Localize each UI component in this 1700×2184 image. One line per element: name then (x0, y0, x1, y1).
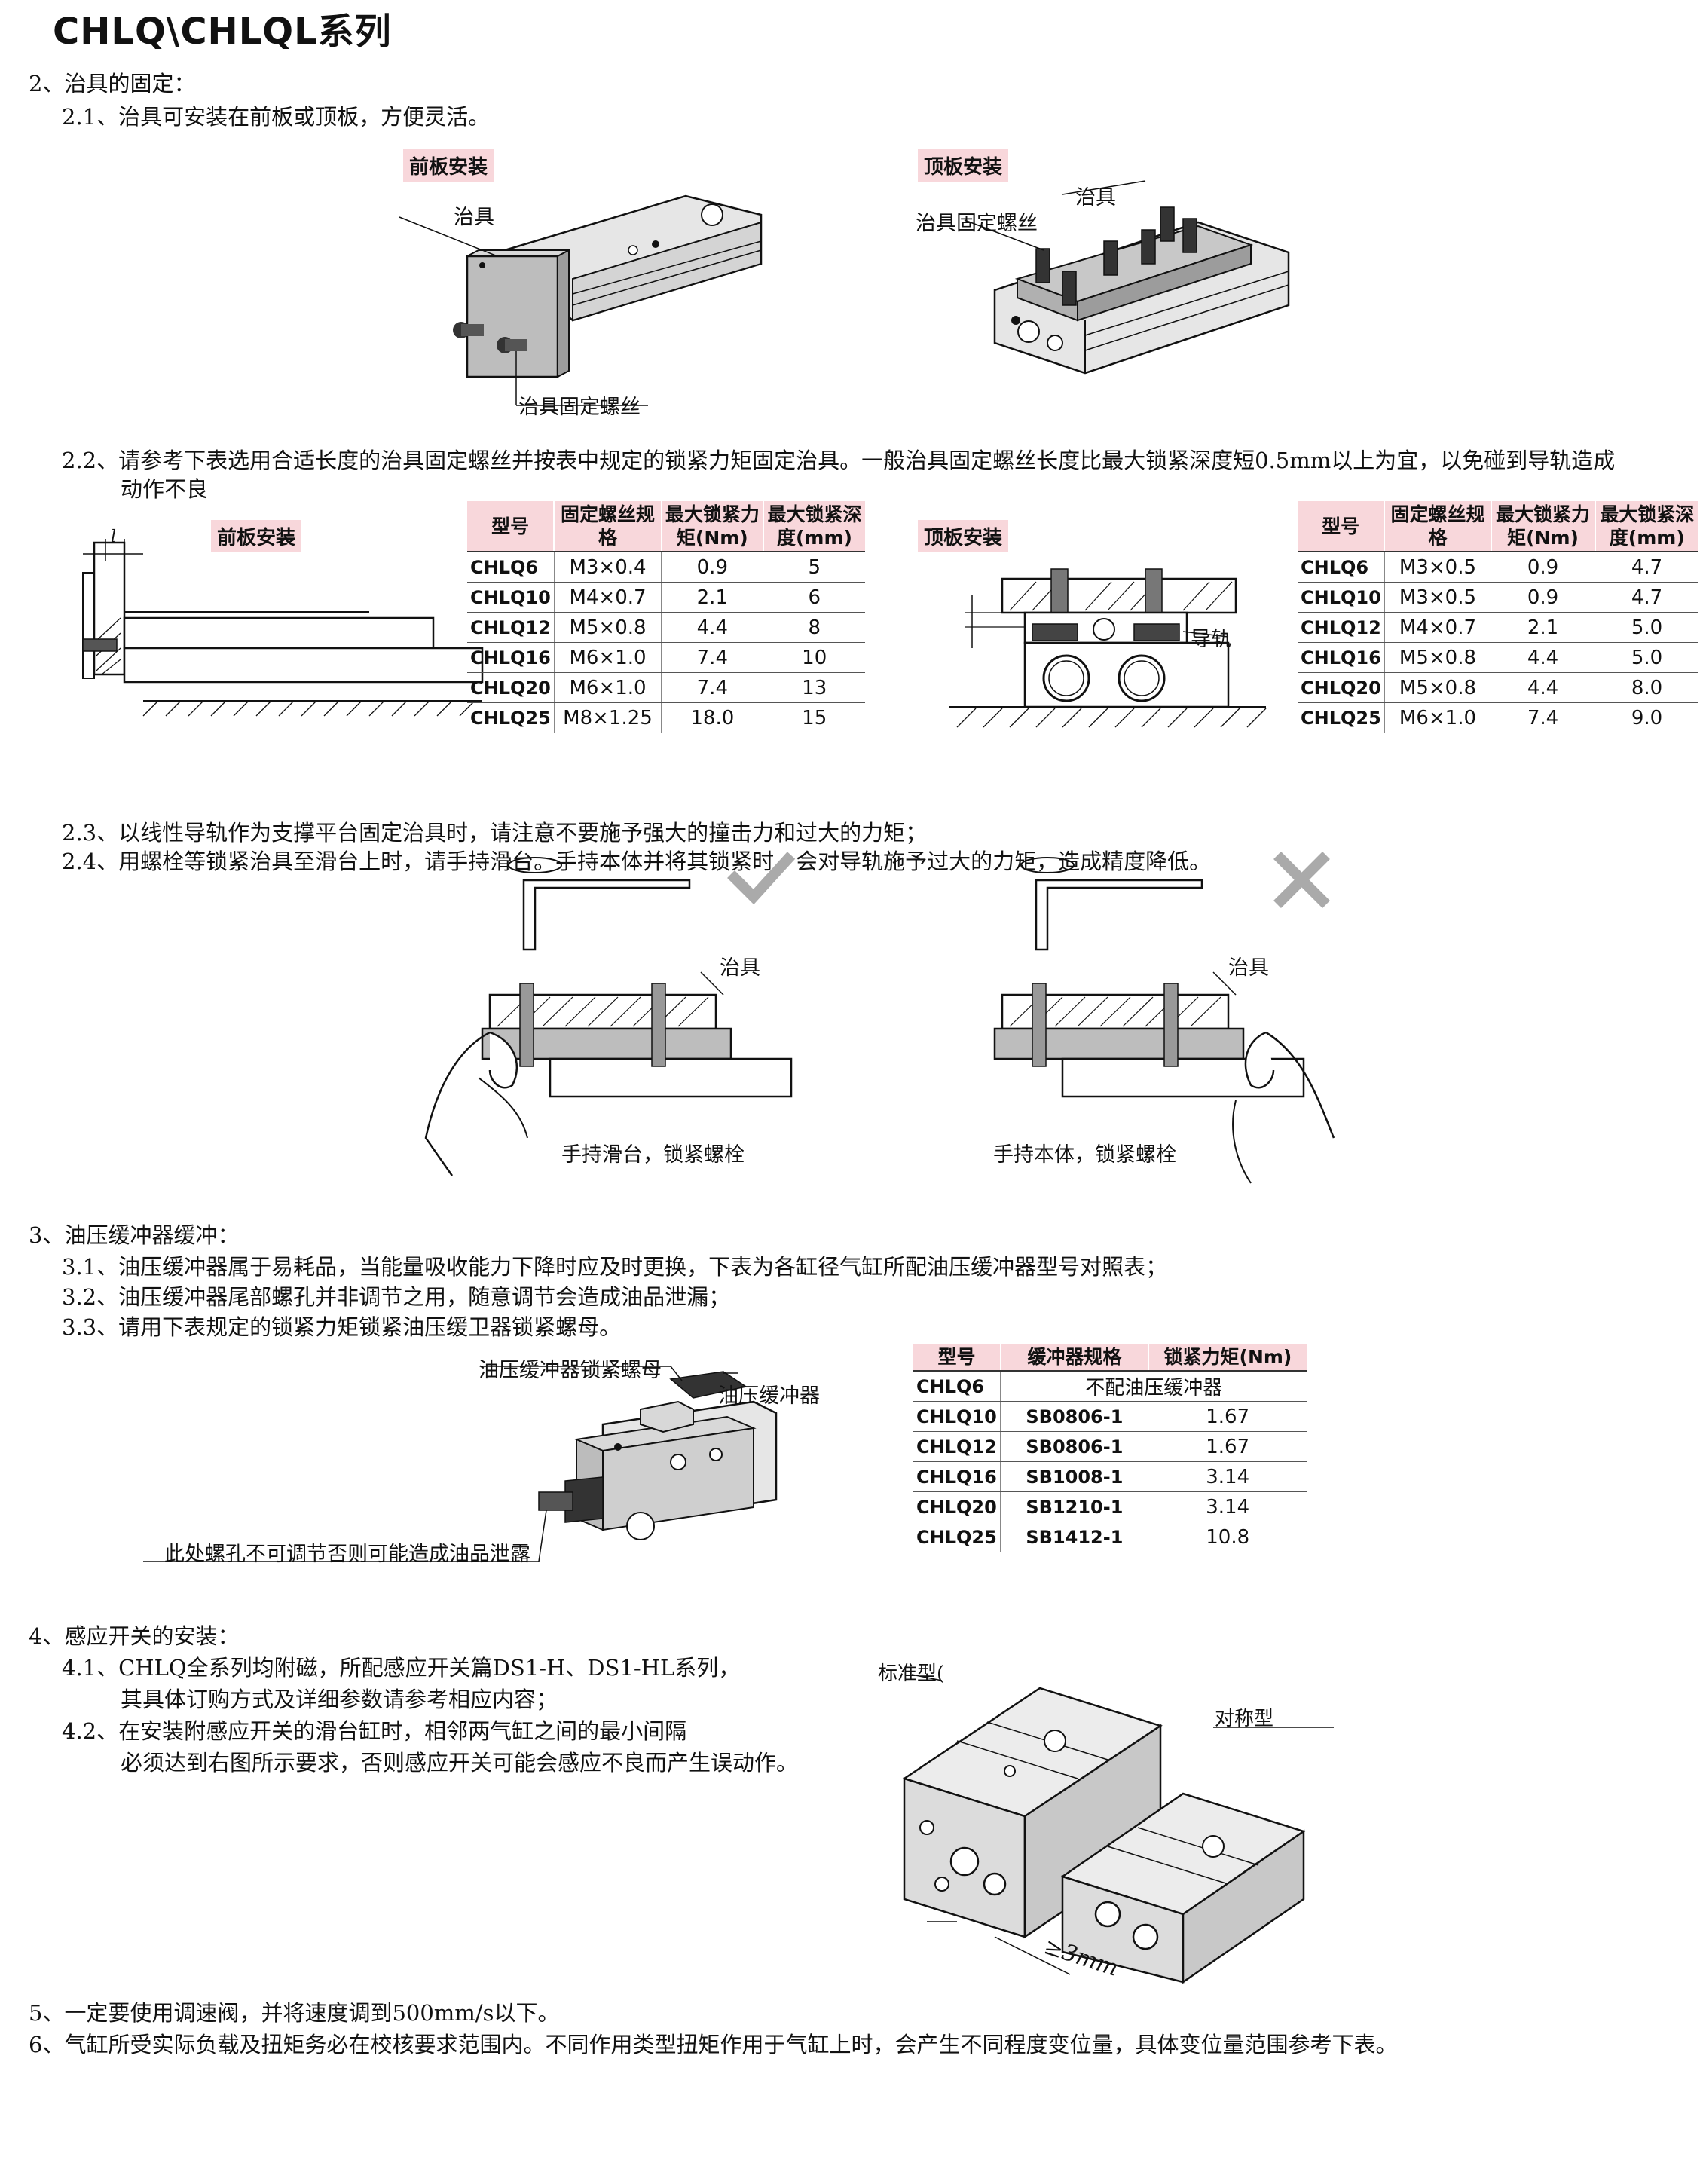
symmetric-type-label: 对称型 (1215, 1708, 1274, 1730)
rail-label: 导轨 (1191, 628, 1231, 651)
th-depth: 最大锁紧深度(mm) (762, 501, 865, 552)
jig-label-ok: 治具 (720, 956, 760, 980)
front-screw-label: 治具固定螺丝 (518, 396, 641, 419)
front-jig-label: 治具 (454, 206, 494, 229)
para-2-3: 2.3、以线性导轨作为支撑平台固定治具时，请注意不要施予强大的撞击力和过大的力矩… (62, 820, 928, 846)
length-mark: l (111, 528, 117, 546)
para-2-4: 2.4、用螺栓等锁紧治具至滑台上时，请手持滑台。手持本体并将其锁紧时，会对导轨施… (62, 849, 1212, 874)
top-section-drawing (949, 568, 1267, 728)
para-4-1a: 4.1、CHLQ全系列均附磁，所配感应开关篇DS1-H、DS1-HL系列， (62, 1655, 741, 1681)
para-3-1: 3.1、油压缓冲器属于易耗品，当能量吸收能力下降时应及时更换，下表为各缸径气缸所… (62, 1254, 1168, 1280)
hold-slide-drawing (424, 852, 796, 1176)
section5: 5、一定要使用调速阀，并将速度调到500mm/s以下。 (29, 2000, 560, 2026)
para-4-2b: 必须达到右图所示要求，否则感应开关可能会感应不良而产生误动作。 (121, 1750, 799, 1776)
front-mount-drawing (399, 194, 763, 406)
section3-heading: 3、油压缓冲器缓冲： (29, 1222, 240, 1248)
caption-hold-body: 手持本体，锁紧螺栓 (993, 1143, 1176, 1167)
th-model: 型号 (913, 1344, 1001, 1372)
switch-spacing-drawing (902, 1674, 1334, 1984)
top-mount-tag: 顶板安装 (918, 149, 1009, 182)
jig-label-ng: 治具 (1228, 956, 1269, 980)
para-3-2: 3.2、油压缓冲器尾部螺孔并非调节之用，随意调节会造成油品泄漏； (62, 1284, 731, 1310)
th-screw: 固定螺丝规格 (553, 501, 662, 552)
caption-hold-slide: 手持滑台，锁紧螺栓 (561, 1143, 745, 1167)
th-model: 型号 (1298, 501, 1385, 552)
th-model: 型号 (467, 501, 555, 552)
front-mount-tag: 前板安装 (403, 149, 494, 182)
top-screw-label: 治具固定螺丝 (916, 212, 1038, 235)
page-title: CHLQ\CHLQL系列 (53, 11, 392, 53)
section2-heading: 2、治具的固定： (29, 71, 196, 96)
hold-body-drawing (993, 852, 1335, 1184)
section6: 6、气缸所受实际负载及扭矩务必在校核要求范围内。不同作用类型扭矩作用于气缸上时，… (29, 2032, 1398, 2057)
para-3-3: 3.3、请用下表规定的锁紧力矩锁紧油压缓卫器锁紧螺母。 (62, 1314, 622, 1340)
top-jig-label: 治具 (1075, 186, 1116, 210)
th-lock-torque: 锁紧力矩(Nm) (1147, 1344, 1307, 1372)
th-depth: 最大锁紧深度(mm) (1594, 501, 1698, 552)
para-2-2a: 2.2、请参考下表选用合适长度的治具固定螺丝并按表中规定的锁紧力矩固定治具。一般… (62, 448, 1616, 473)
front-section-tag: 前板安装 (211, 520, 302, 552)
front-section-drawing (82, 539, 484, 717)
para-4-2a: 4.2、在安装附感应开关的滑台缸时，相邻两气缸之间的最小间隔 (62, 1718, 687, 1744)
nut-label: 油压缓冲器锁紧螺母 (479, 1359, 662, 1382)
para-2-1: 2.1、治具可安装在前板或顶板，方便灵活。 (62, 104, 491, 130)
th-absorber: 缓冲器规格 (999, 1344, 1148, 1372)
hole-warning-label: 此处螺孔不可调节否则可能造成油品泄露 (164, 1543, 530, 1566)
top-section-tag: 顶板安装 (918, 520, 1009, 552)
top-mount-drawing (964, 180, 1290, 375)
absorber-label: 油压缓冲器 (718, 1384, 820, 1408)
shock-absorber-drawing (143, 1366, 778, 1562)
para-4-1b: 其具体订购方式及详细参数请参考相应内容； (121, 1687, 558, 1712)
th-torque: 最大锁紧力矩(Nm) (1490, 501, 1595, 552)
th-torque: 最大锁紧力矩(Nm) (660, 501, 763, 552)
standard-type-label: 标准型( (878, 1662, 945, 1685)
section4-heading: 4、感应开关的安装： (29, 1623, 240, 1649)
para-2-2b: 动作不良 (121, 476, 209, 502)
th-screw: 固定螺丝规格 (1384, 501, 1491, 552)
